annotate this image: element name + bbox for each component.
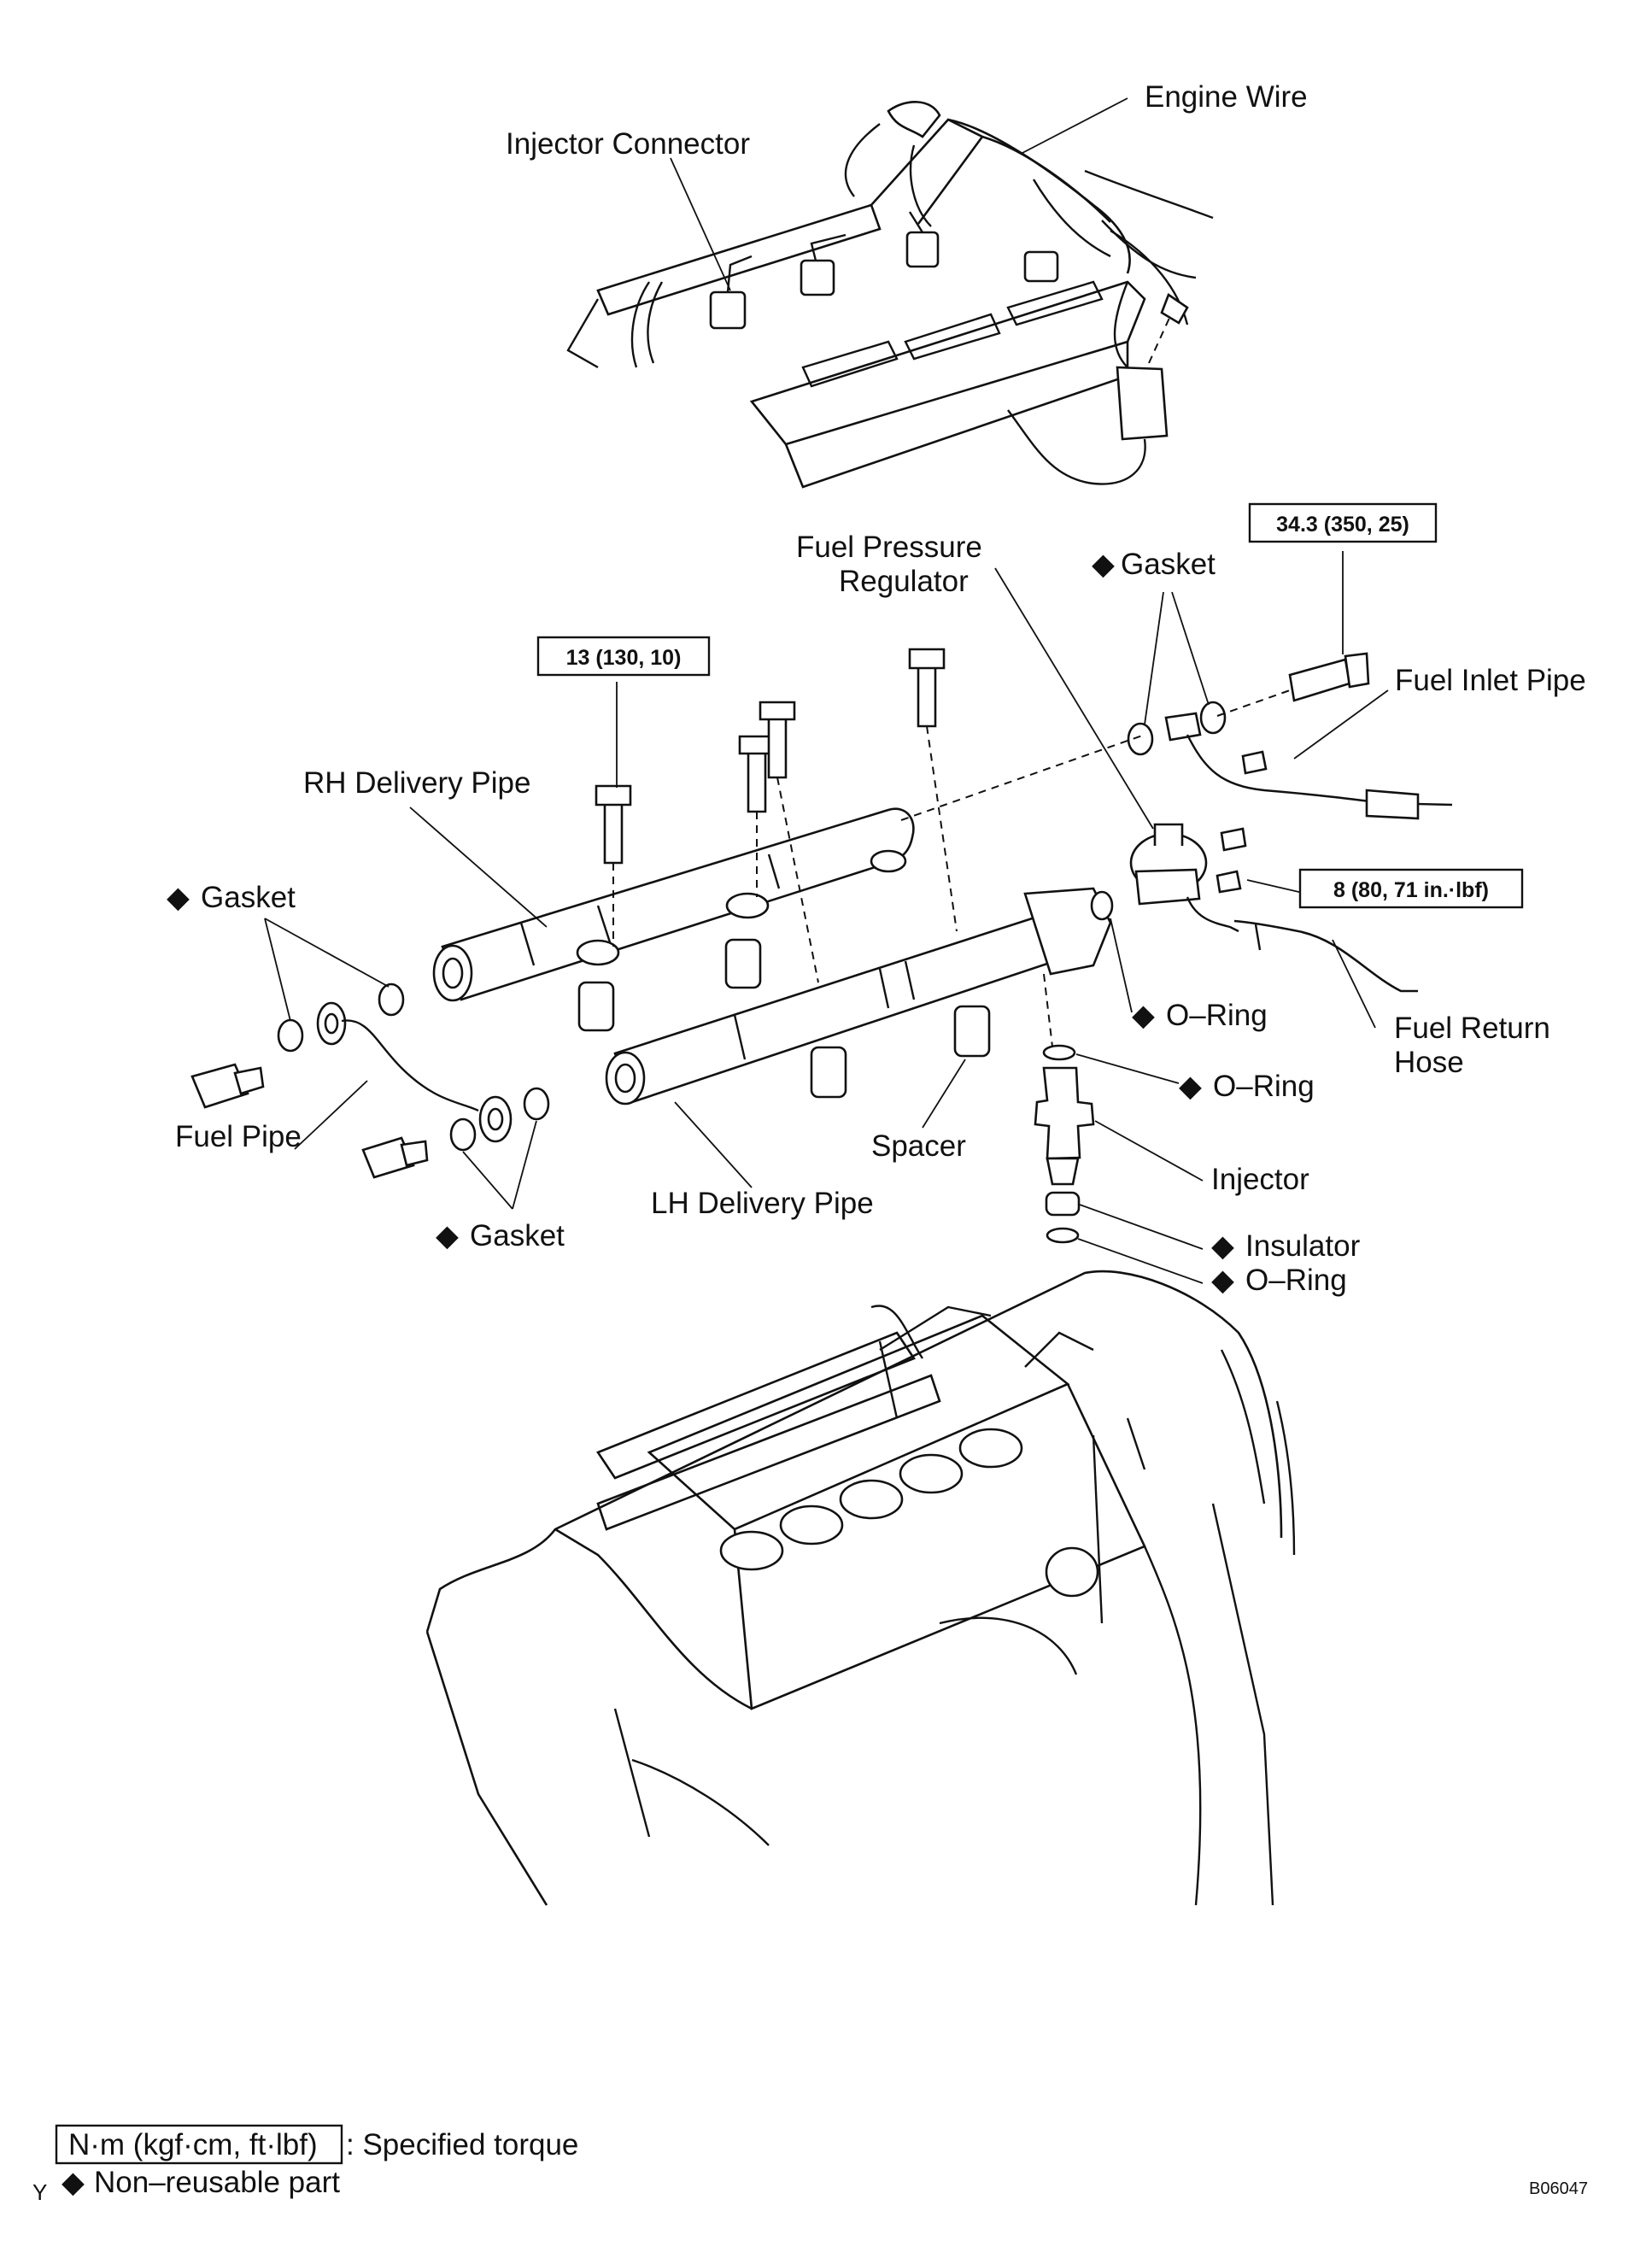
fuel-rail-components-illustration (190, 648, 1453, 1244)
label-gasket-top: Gasket (1121, 548, 1216, 581)
label-gasket-left: Gasket (201, 881, 296, 914)
legend-torque-units: N·m (kgf·cm, ft·lbf) (68, 2128, 318, 2161)
label-o-ring-3: O–Ring (1245, 1264, 1347, 1297)
label-fuel-pressure-regulator-line1: Fuel Pressure (796, 531, 982, 564)
label-gasket-bottom: Gasket (470, 1219, 565, 1252)
svg-text:13 (130, 10): 13 (130, 10) (566, 646, 682, 670)
label-fuel-pressure-regulator-line2: Regulator (839, 565, 969, 598)
engine-wire-harness-illustration (566, 101, 1214, 489)
legend-torque-box (55, 2124, 343, 2165)
leader-lines (264, 97, 1389, 1284)
figure-id: B06047 (1529, 2179, 1588, 2198)
label-o-ring-2: O–Ring (1213, 1070, 1315, 1103)
torque-spec-regulator-union: 34.3 (350, 25) (1248, 502, 1438, 543)
marker-diamond: ◆ (1211, 1264, 1234, 1297)
legend: N·m (kgf·cm, ft·lbf) : Specified torque … (32, 2124, 578, 2205)
label-engine-wire: Engine Wire (1145, 80, 1308, 114)
marker-diamond: ◆ (436, 1219, 459, 1252)
label-spacer: Spacer (871, 1129, 966, 1163)
torque-spec-delivery-pipe-bolt: 13 (130, 10) (536, 636, 711, 677)
legend-diamond-marker: ◆ (62, 2166, 85, 2199)
label-o-ring-1: O–Ring (1166, 999, 1268, 1032)
corner-mark: Y (32, 2179, 47, 2205)
legend-non-reusable: Non–reusable part (94, 2166, 340, 2199)
label-insulator: Insulator (1245, 1229, 1361, 1263)
marker-diamond: ◆ (1092, 548, 1115, 581)
marker-diamond: ◆ (1132, 999, 1155, 1032)
legend-torque-description: : Specified torque (346, 2128, 578, 2161)
part-labels: Engine Wire Injector Connector Fuel Pres… (167, 80, 1586, 1297)
label-fuel-pipe: Fuel Pipe (175, 1120, 302, 1153)
marker-diamond: ◆ (167, 881, 190, 914)
label-injector: Injector (1211, 1163, 1309, 1196)
marker-diamond: ◆ (1211, 1229, 1234, 1263)
svg-text:34.3 (350, 25): 34.3 (350, 25) (1276, 513, 1409, 537)
label-fuel-return-hose-line1: Fuel Return (1394, 1012, 1550, 1045)
svg-text:8 (80, 71 in.·lbf): 8 (80, 71 in.·lbf) (1333, 878, 1489, 902)
label-rh-delivery-pipe: RH Delivery Pipe (303, 766, 530, 800)
marker-diamond: ◆ (1179, 1070, 1202, 1103)
label-fuel-inlet-pipe: Fuel Inlet Pipe (1395, 664, 1586, 697)
label-injector-connector: Injector Connector (506, 127, 750, 161)
label-lh-delivery-pipe: LH Delivery Pipe (651, 1187, 874, 1220)
torque-spec-regulator-bolt: 8 (80, 71 in.·lbf) (1298, 868, 1524, 909)
engine-block-illustration (425, 1270, 1296, 1906)
label-fuel-return-hose-line2: Hose (1394, 1046, 1464, 1079)
